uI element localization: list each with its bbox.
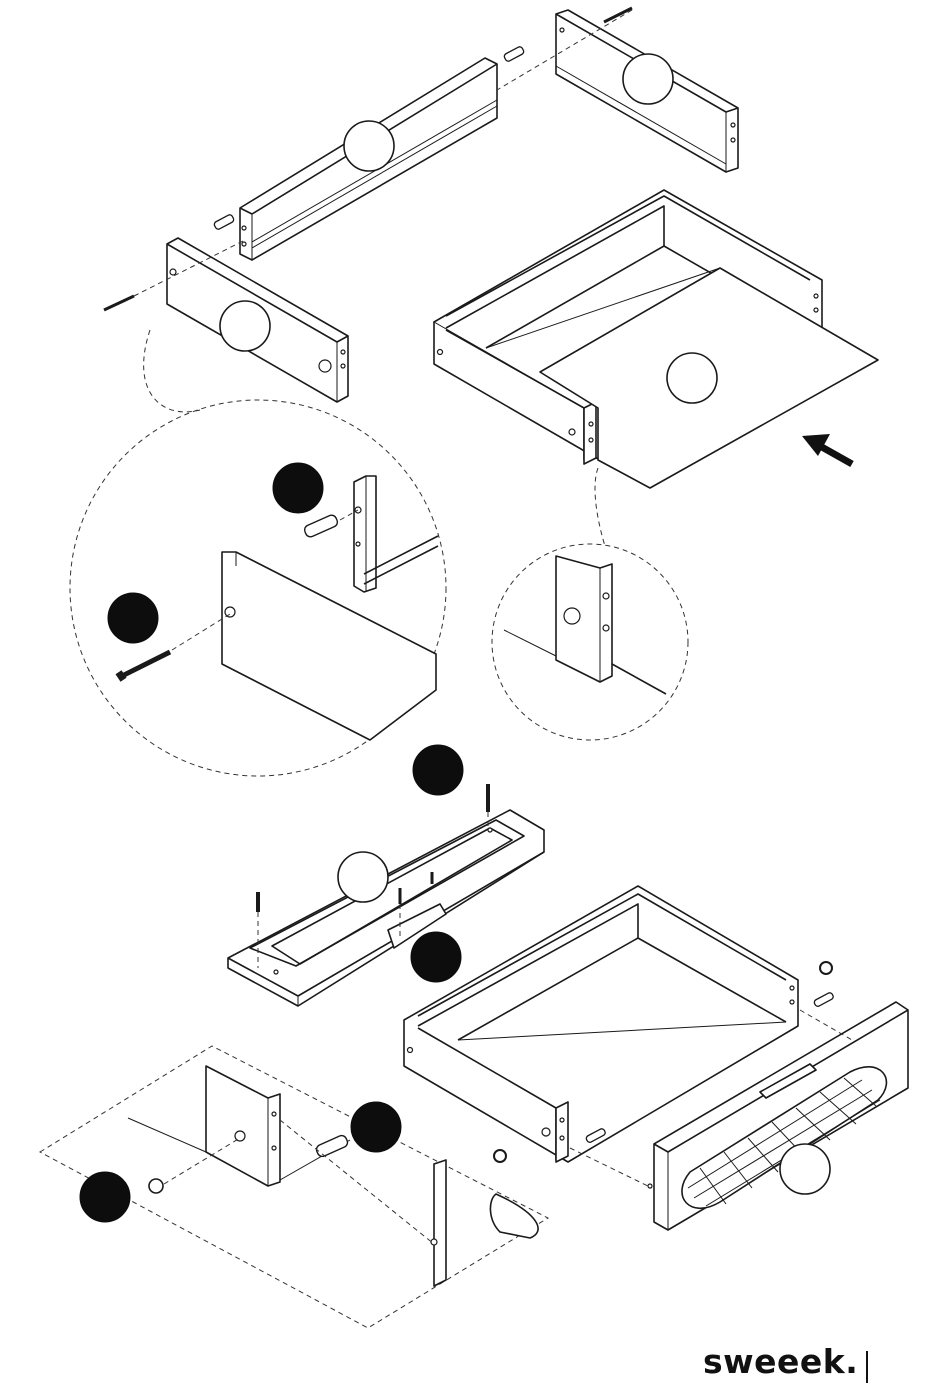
detail-left-parts (118, 476, 438, 740)
screw-icon (118, 652, 170, 678)
detail-right-parts (504, 556, 666, 694)
brand-divider (866, 1351, 868, 1383)
brand-logo: sweeek. (703, 1345, 858, 1378)
arrow-icon (802, 434, 852, 464)
